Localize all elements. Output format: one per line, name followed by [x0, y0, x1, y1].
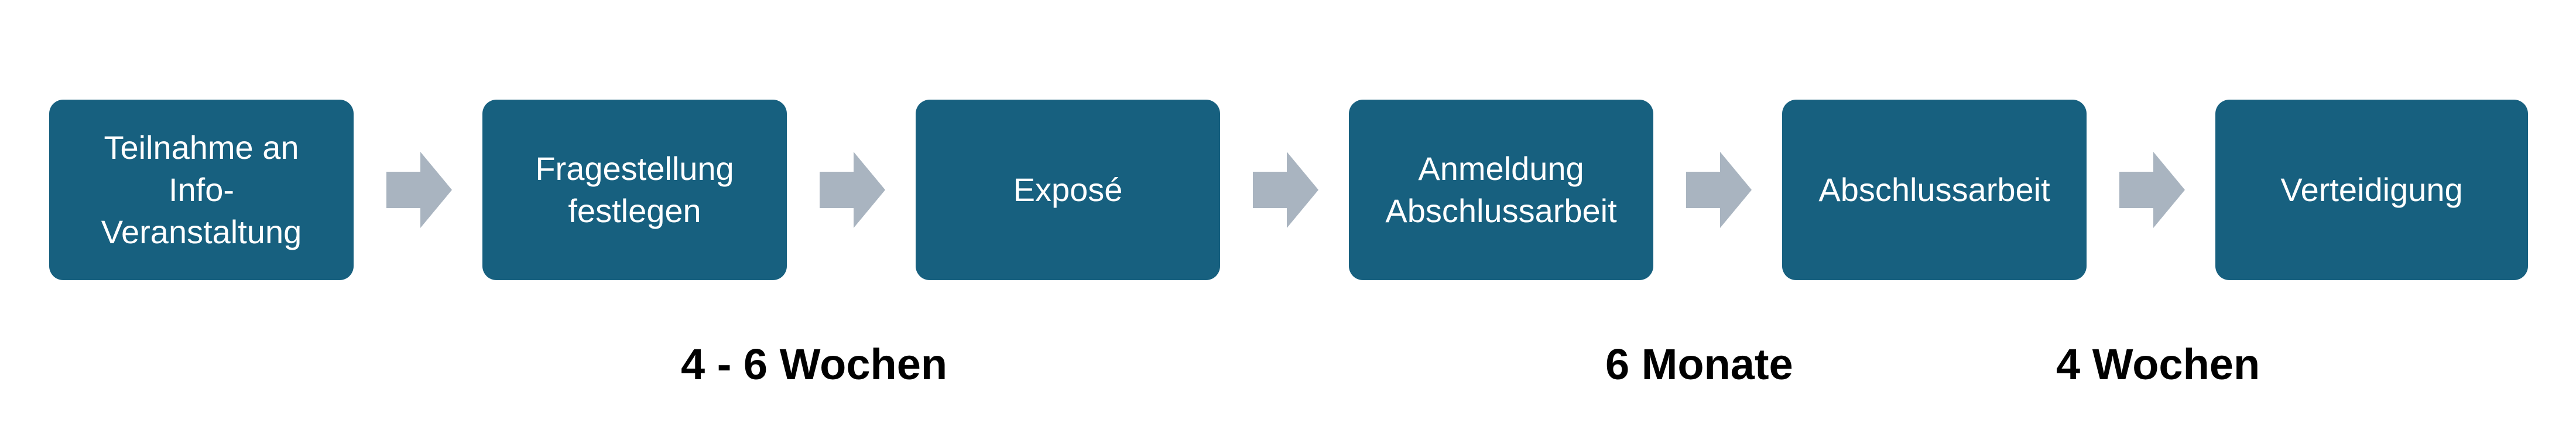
arrow-right-icon: [1686, 152, 1752, 228]
step-expose: Exposé: [916, 100, 1220, 280]
step-fragestellung-festlegen: Fragestellung festlegen: [482, 100, 787, 280]
step-label-line: festlegen: [568, 192, 701, 229]
step-label-line: Abschlussarbeit: [1818, 171, 2050, 209]
step-label-line: Info-: [168, 171, 235, 209]
duration-label-verteidigung: 4 Wochen: [2056, 340, 2260, 389]
arrow-right-icon: [820, 152, 885, 228]
step-label-line: Verteidigung: [2280, 171, 2463, 209]
step-label-line: Exposé: [1013, 171, 1123, 209]
step-label-line: Teilnahme an: [104, 129, 299, 166]
step-label: Exposé: [1013, 169, 1123, 211]
step-label-line: Fragestellung: [535, 150, 734, 188]
step-label: Verteidigung: [2280, 169, 2462, 211]
step-label: Fragestellung festlegen: [535, 148, 734, 232]
step-label: Teilnahme an Info- Veranstaltung: [101, 127, 302, 253]
step-anmeldung-abschlussarbeit: Anmeldung Abschlussarbeit: [1349, 100, 1653, 280]
step-label-line: Veranstaltung: [101, 213, 302, 250]
step-abschlussarbeit: Abschlussarbeit: [1782, 100, 2087, 280]
step-label: Anmeldung Abschlussarbeit: [1385, 148, 1616, 232]
step-verteidigung: Verteidigung: [2215, 100, 2528, 280]
step-label-line: Abschlussarbeit: [1385, 192, 1617, 229]
arrow-right-icon: [1253, 152, 1318, 228]
step-label-line: Anmeldung: [1418, 150, 1584, 188]
step-teilnahme-info-veranstaltung: Teilnahme an Info- Veranstaltung: [49, 100, 354, 280]
arrow-right-icon: [2119, 152, 2185, 228]
duration-label-expose: 4 - 6 Wochen: [681, 340, 948, 389]
arrow-right-icon: [386, 152, 452, 228]
step-label: Abschlussarbeit: [1818, 169, 2050, 211]
duration-label-abschlussarbeit: 6 Monate: [1605, 340, 1793, 389]
